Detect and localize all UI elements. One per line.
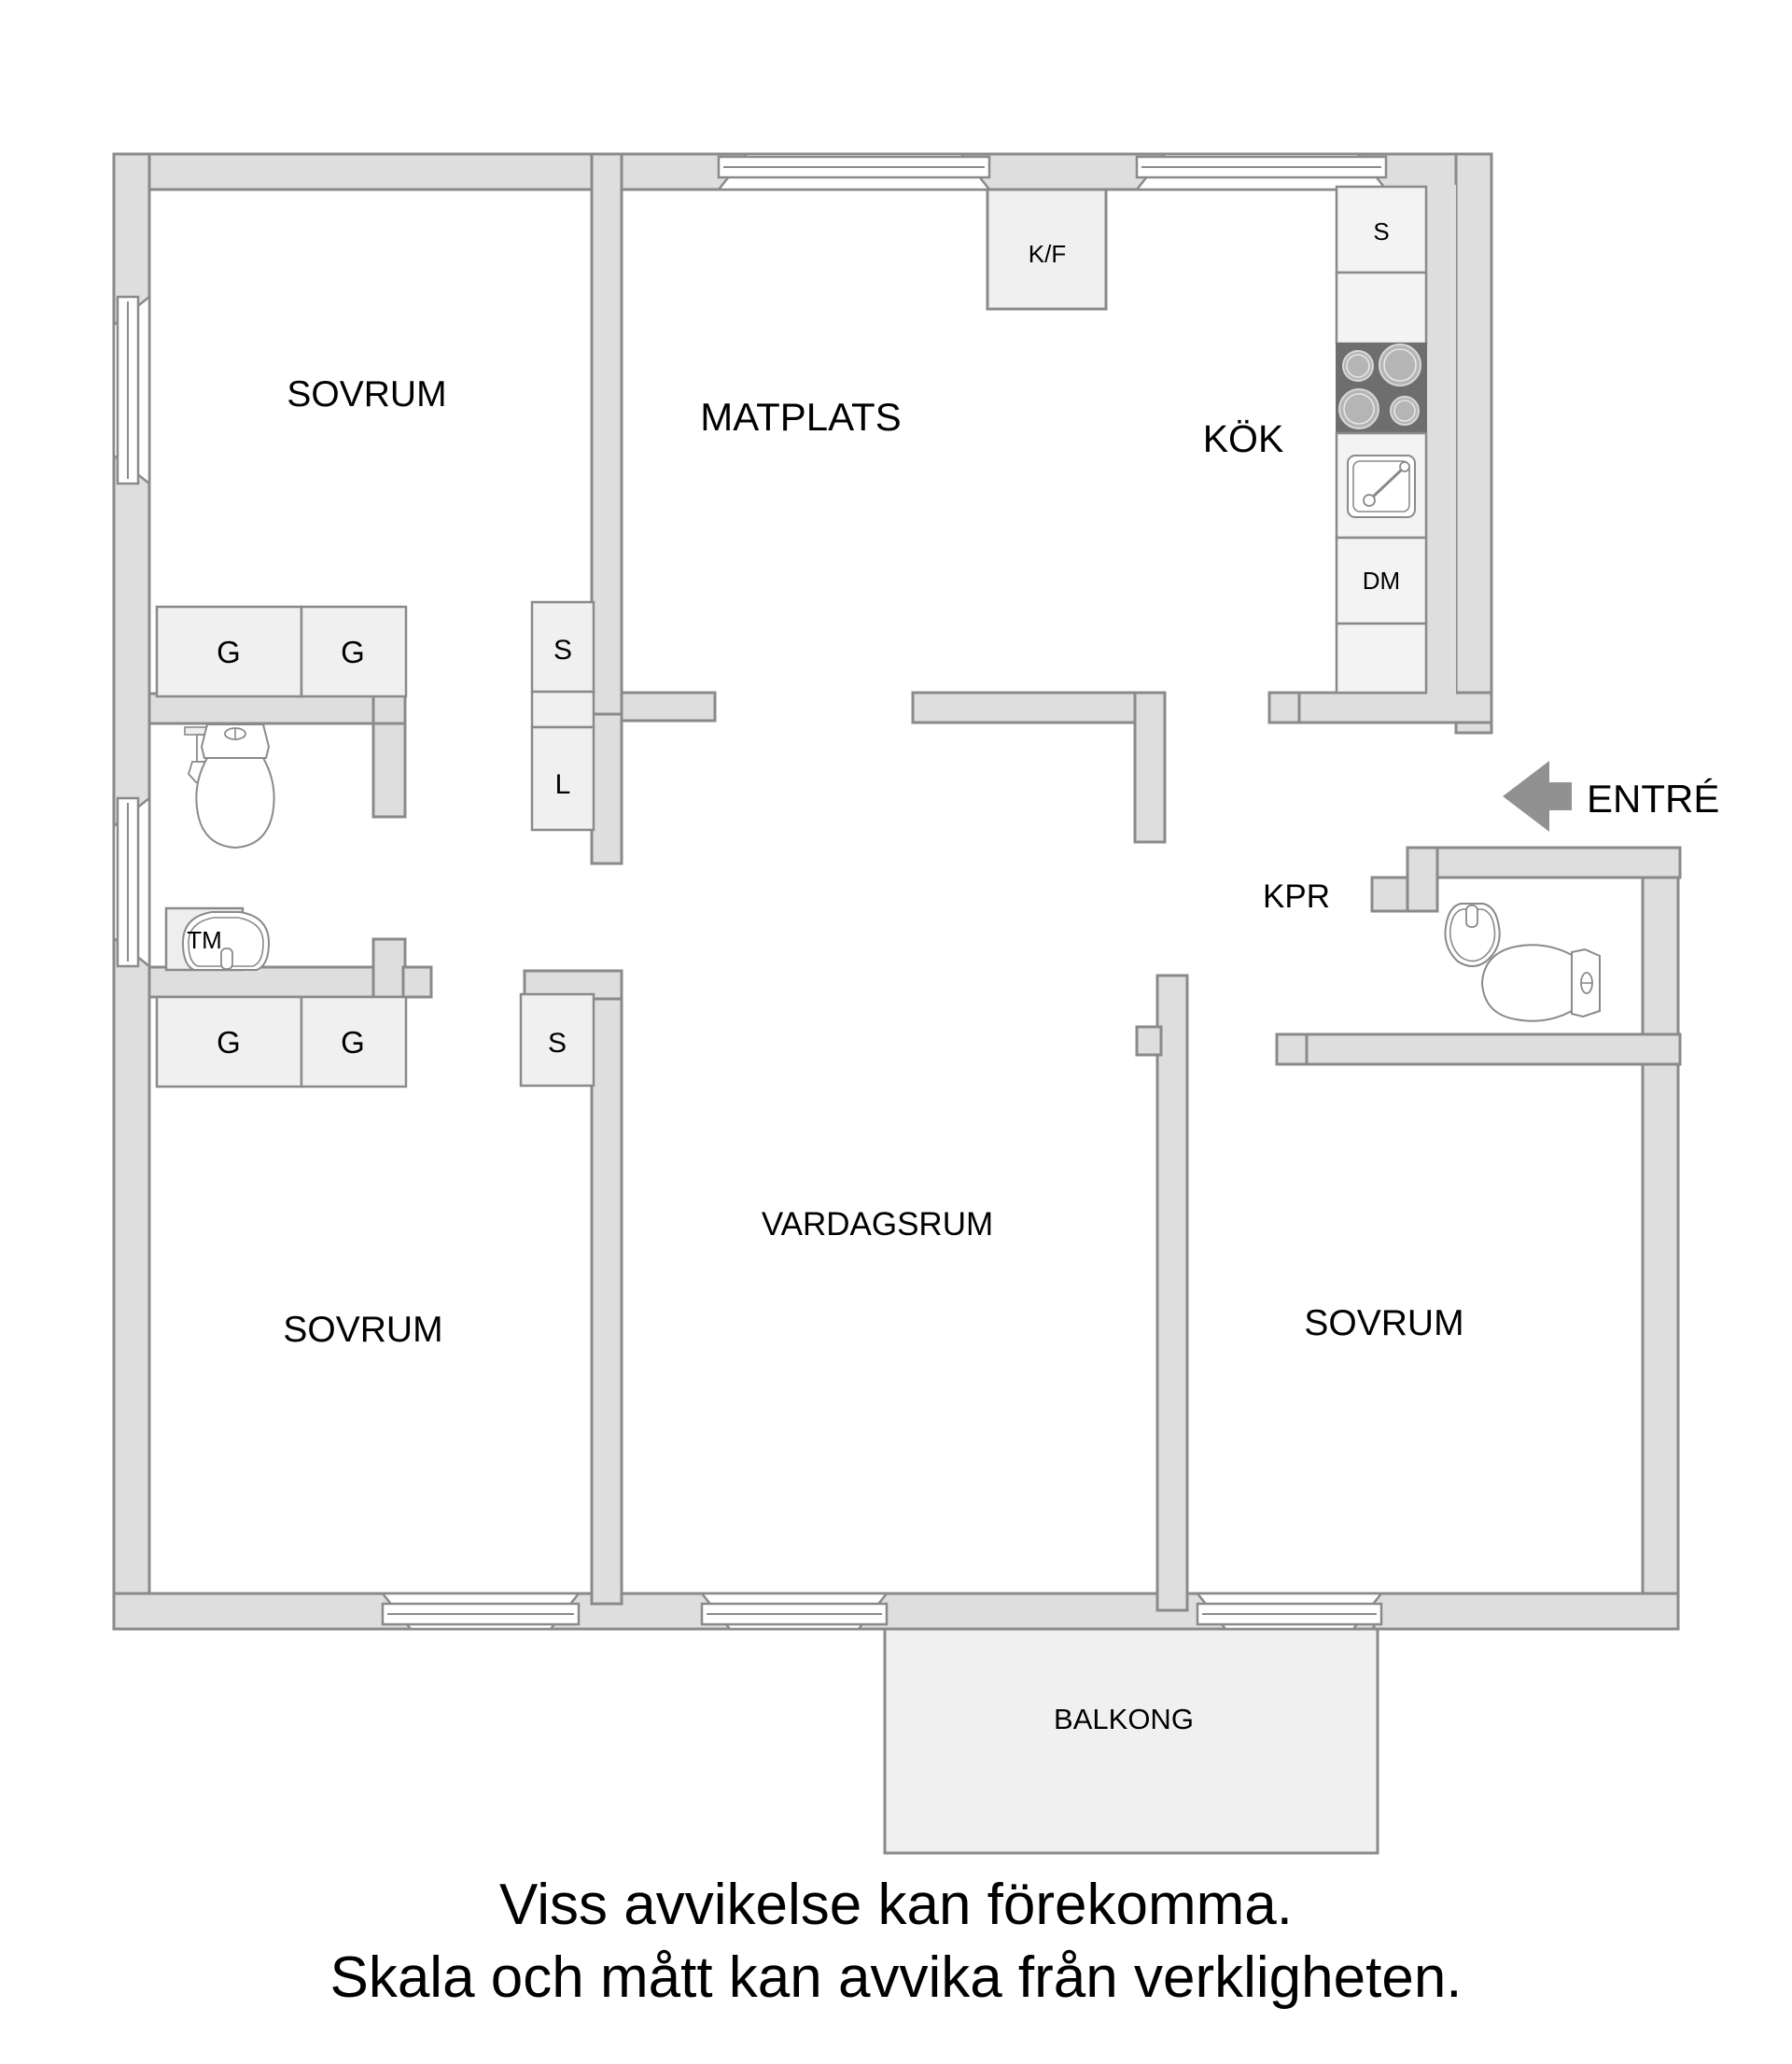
room-label-vardagsrum: VARDAGSRUM [762, 1206, 993, 1243]
room-label-sovrum-right: SOVRUM [1304, 1303, 1463, 1343]
disclaimer-line-1: Viss avvikelse kan förekomma. [499, 1873, 1293, 1937]
disclaimer-line-2: Skala och mått kan avvika från verklighe… [329, 1945, 1463, 2010]
fixture-label-dm: DM [1363, 567, 1400, 595]
window-bottom-right [1195, 1592, 1384, 1631]
fixture-label-tm: TM [187, 926, 222, 954]
fixture-label-s-lower: S [548, 1028, 567, 1059]
fixture-label-g-tl-2: G [341, 635, 365, 669]
entrance-arrow-icon [1503, 761, 1572, 832]
fixture-label-s-middle: S [553, 635, 572, 666]
closet-group-centre [530, 600, 595, 832]
wardrobe-group-bottom-left [155, 995, 408, 1088]
kitchen-sink-icon [1347, 455, 1416, 518]
entrance-label: ENTRÉ [1587, 777, 1719, 821]
fixture-label-g-bl-1: G [217, 1025, 241, 1060]
fixture-label-g-bl-2: G [341, 1025, 365, 1060]
toilet-icon [1480, 944, 1601, 1022]
fixture-label-g-tl-1: G [217, 635, 241, 669]
fixture-label-s-kitchen: S [1373, 218, 1389, 246]
room-label-sovrum-bottom-left: SOVRUM [283, 1310, 442, 1350]
window-top-right [1134, 152, 1389, 191]
fixture-labels: K/F S DM G G G G TM S L S [187, 218, 1400, 1060]
window-left-upper [112, 294, 151, 486]
toilet-icon [195, 723, 275, 849]
window-top-left [716, 152, 992, 191]
room-label-balkong: BALKONG [1054, 1703, 1194, 1735]
window-bottom-middle [699, 1592, 889, 1631]
bathroom-left-fixtures [164, 723, 275, 972]
wardrobe-group-top-left [155, 605, 408, 698]
room-label-matplats: MATPLATS [700, 395, 901, 439]
closet-s-lower [519, 992, 595, 1088]
stove-icon [1338, 344, 1421, 429]
kitchen-units [1335, 185, 1428, 695]
room-labels: SOVRUM MATPLATS KÖK VARDAGSRUM SOVRUM SO… [283, 374, 1463, 1735]
interior-walls [147, 152, 1682, 1612]
room-label-sovrum-top-left: SOVRUM [287, 374, 446, 414]
room-label-kpr: KPR [1263, 878, 1330, 915]
balcony-area [883, 1622, 1379, 1855]
fixture-label-l-middle: L [555, 769, 571, 800]
window-left-lower [112, 795, 151, 969]
room-label-kok: KÖK [1203, 417, 1284, 460]
fridge-freezer-unit [986, 188, 1108, 311]
window-bottom-left [380, 1592, 581, 1631]
washbasin-icon [1444, 903, 1501, 967]
washbasin-icon [181, 911, 271, 971]
fixture-label-kf: K/F [1029, 240, 1066, 268]
bathroom-right-fixtures [1444, 903, 1601, 1022]
entrance-label-group: ENTRÉ [1587, 777, 1719, 821]
